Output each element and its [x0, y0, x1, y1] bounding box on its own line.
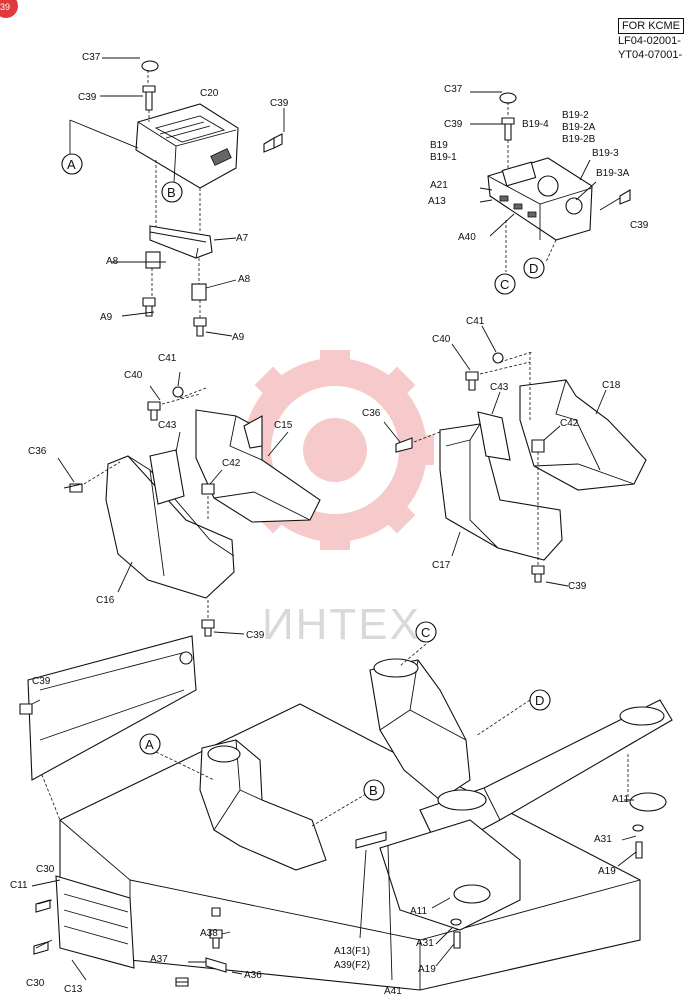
label-a39-f2: A39(F2): [334, 960, 370, 971]
label-c39-b19-right: C39: [630, 220, 649, 231]
callout-c-top: C: [494, 273, 516, 295]
watermark-text: ИНТЕХ: [262, 600, 421, 649]
label-a9-left: A9: [100, 312, 113, 323]
cover-c20-group: [69, 57, 285, 337]
label-c17: C17: [432, 560, 451, 571]
label-a11-right: A11: [612, 794, 629, 805]
callout-c-bottom: C: [415, 621, 437, 643]
callout-d-bottom: D: [529, 689, 551, 711]
label-a7: A7: [236, 233, 249, 244]
label-c18: C18: [602, 380, 621, 391]
label-a9-right: A9: [232, 332, 245, 343]
label-c11: C11: [10, 880, 28, 891]
watermark-logo: [236, 350, 434, 550]
label-a41: A41: [384, 986, 402, 997]
callout-c-top-label: C: [500, 277, 509, 292]
label-c41-right: C41: [466, 316, 485, 327]
label-a11-left: A11: [410, 906, 427, 917]
label-b19-2a: B19-2A: [562, 122, 596, 133]
label-a31-left: A31: [416, 938, 434, 949]
page-badge-text: 39: [0, 2, 10, 12]
label-c41-left: C41: [158, 353, 177, 364]
label-a8-right: A8: [238, 274, 251, 285]
floor-frame-assembly: [19, 635, 673, 991]
label-a31-right: A31: [594, 834, 612, 845]
switch-panel-b19-group: [470, 91, 631, 272]
label-b19-1: B19-1: [430, 152, 457, 163]
callout-d-top-label: D: [529, 261, 538, 276]
label-c37-top-left: C37: [82, 52, 101, 63]
page-badge: 39: [0, 0, 18, 18]
label-a19-left: A19: [418, 964, 436, 975]
label-a21: A21: [430, 180, 448, 191]
label-a38: A38: [200, 928, 218, 939]
side-cover-c17-c18-group: [383, 325, 647, 587]
label-b19-4: B19-4: [522, 119, 549, 130]
label-c39-top-left: C39: [78, 92, 97, 103]
label-c13: C13: [64, 984, 83, 995]
label-c39-panel: C39: [32, 676, 51, 687]
callout-b-bottom: B: [363, 779, 385, 801]
label-c39-c17: C39: [568, 581, 587, 592]
label-b19-3: B19-3: [592, 148, 619, 159]
callout-d-bottom-label: D: [535, 693, 544, 708]
label-c42-right: C42: [560, 418, 579, 429]
label-c36-right: C36: [362, 408, 381, 419]
label-a13-f1: A13(F1): [334, 946, 370, 957]
serial-range-1: LF04-02001-: [617, 35, 681, 47]
callout-b-bottom-label: B: [369, 783, 378, 798]
label-c37-top-right: C37: [444, 84, 463, 95]
label-a36: A36: [244, 970, 262, 981]
label-c39-top-right: C39: [444, 119, 463, 130]
header-block: FOR KCME LF04-02001- YT04-07001-: [617, 18, 684, 62]
label-c40-left: C40: [124, 370, 143, 381]
label-c20: C20: [200, 88, 219, 99]
label-c30-top: C30: [36, 864, 55, 875]
label-b19-2b: B19-2B: [562, 134, 596, 145]
label-c39-c16: C39: [246, 630, 265, 641]
side-cover-c15-c16-group: [57, 371, 321, 637]
label-b19: B19: [430, 140, 448, 151]
label-c42-left: C42: [222, 458, 241, 469]
label-b19-3a: B19-3A: [596, 168, 630, 179]
label-a40: A40: [458, 232, 476, 243]
label-c40-right: C40: [432, 334, 451, 345]
label-a13-top: A13: [428, 196, 446, 207]
callout-a-bottom-label: A: [145, 737, 154, 752]
label-c39-c20-right: C39: [270, 98, 289, 109]
callout-a-bottom: A: [139, 733, 161, 755]
callout-b-top: B: [161, 181, 183, 203]
label-a8-left: A8: [106, 256, 119, 267]
label-c43-right: C43: [490, 382, 509, 393]
label-c16: C16: [96, 595, 115, 606]
label-c36-left: C36: [28, 446, 47, 457]
callout-b-top-label: B: [167, 185, 176, 200]
label-c43-left: C43: [158, 420, 177, 431]
label-c30-bottom: C30: [26, 978, 45, 989]
label-a19-right: A19: [598, 866, 616, 877]
label-b19-2: B19-2: [562, 110, 589, 121]
label-c15: C15: [274, 420, 293, 431]
callout-a-top: A: [61, 153, 83, 175]
callout-a-top-label: A: [67, 157, 76, 172]
callout-c-bottom-label: C: [421, 625, 430, 640]
callout-d-top: D: [523, 257, 545, 279]
serial-range-2: YT04-07001-: [617, 49, 683, 61]
label-a37: A37: [150, 954, 168, 965]
